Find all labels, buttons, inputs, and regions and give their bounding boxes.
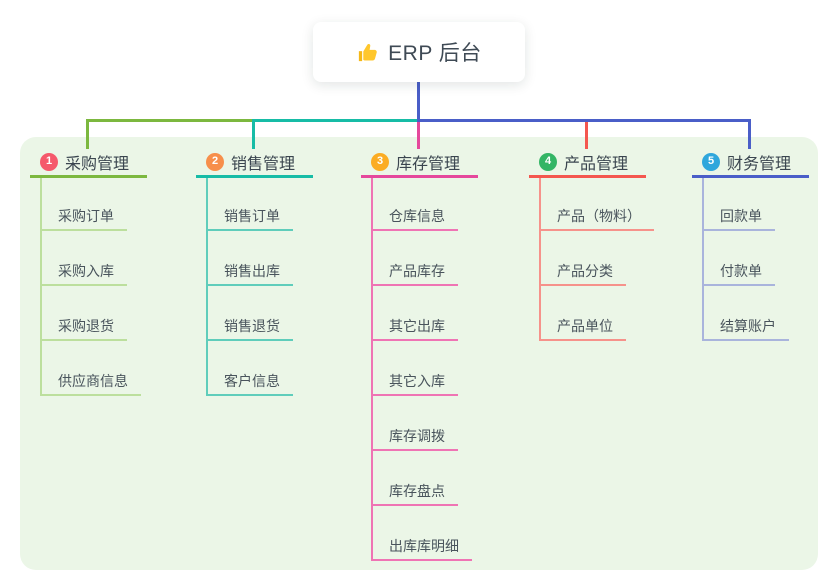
- child-underline: [539, 284, 626, 286]
- child-underline: [702, 284, 775, 286]
- child-underline: [40, 229, 127, 231]
- child-node[interactable]: 销售订单: [224, 208, 280, 224]
- branch-underline: [529, 175, 646, 178]
- child-underline: [371, 339, 458, 341]
- branches-panel: [20, 137, 818, 570]
- child-node[interactable]: 销售出库: [224, 263, 280, 279]
- branch-node-5[interactable]: 5 财务管理: [692, 148, 791, 175]
- root-title: ERP 后台: [388, 42, 482, 65]
- branch-number-badge: 2: [206, 152, 224, 171]
- child-node[interactable]: 其它出库: [389, 318, 445, 334]
- child-underline: [371, 559, 472, 561]
- child-node[interactable]: 出库库明细: [389, 538, 459, 554]
- child-underline: [371, 229, 458, 231]
- bus-segment-green: [86, 119, 255, 122]
- child-node[interactable]: 客户信息: [224, 373, 280, 389]
- thumbs-up-icon: [356, 41, 379, 64]
- root-node[interactable]: ERP 后台: [313, 22, 525, 82]
- branch-connector-drop: [417, 121, 420, 149]
- child-node[interactable]: 库存盘点: [389, 483, 445, 499]
- child-node[interactable]: 采购退货: [58, 318, 114, 334]
- child-node[interactable]: 付款单: [720, 263, 762, 279]
- child-node[interactable]: 供应商信息: [58, 373, 128, 389]
- branch-node-label: 销售管理: [231, 155, 296, 173]
- branch-number-badge: 3: [371, 152, 389, 171]
- child-node[interactable]: 回款单: [720, 208, 762, 224]
- branch-spine-line: [702, 178, 704, 341]
- child-underline: [206, 339, 293, 341]
- child-node[interactable]: 采购入库: [58, 263, 114, 279]
- branch-node-label: 财务管理: [727, 155, 792, 173]
- child-node[interactable]: 产品（物料）: [557, 208, 641, 224]
- branch-number-badge: 4: [539, 152, 557, 171]
- child-node[interactable]: 产品单位: [557, 318, 613, 334]
- branch-node-4[interactable]: 4 产品管理: [529, 148, 628, 175]
- branch-spine-line: [371, 178, 373, 561]
- child-node[interactable]: 采购订单: [58, 208, 114, 224]
- child-node[interactable]: 结算账户: [720, 318, 776, 334]
- child-underline: [206, 284, 293, 286]
- bus-segment-blue: [417, 119, 751, 122]
- child-underline: [702, 229, 775, 231]
- branch-spine-line: [539, 178, 541, 341]
- branch-number-badge: 1: [40, 152, 58, 171]
- branch-connector-drop: [585, 121, 588, 149]
- branch-underline: [692, 175, 809, 178]
- branch-spine-line: [40, 178, 42, 396]
- child-node[interactable]: 销售退货: [224, 318, 280, 334]
- child-node[interactable]: 仓库信息: [389, 208, 445, 224]
- branch-node-1[interactable]: 1 采购管理: [30, 148, 129, 175]
- child-node[interactable]: 库存调拨: [389, 428, 445, 444]
- child-node[interactable]: 产品库存: [389, 263, 445, 279]
- child-underline: [371, 284, 458, 286]
- child-node[interactable]: 其它入库: [389, 373, 445, 389]
- child-underline: [371, 504, 458, 506]
- branch-spine-line: [206, 178, 208, 396]
- branch-underline: [361, 175, 478, 178]
- child-underline: [40, 284, 127, 286]
- child-underline: [371, 394, 458, 396]
- bus-segment-teal: [252, 119, 420, 122]
- child-underline: [539, 339, 626, 341]
- branch-node-label: 库存管理: [396, 155, 461, 173]
- branch-underline: [30, 175, 147, 178]
- branch-node-3[interactable]: 3 库存管理: [361, 148, 460, 175]
- child-underline: [206, 229, 293, 231]
- child-underline: [371, 449, 458, 451]
- child-underline: [702, 339, 789, 341]
- child-underline: [40, 394, 141, 396]
- branch-node-label: 产品管理: [564, 155, 629, 173]
- branch-node-2[interactable]: 2 销售管理: [196, 148, 295, 175]
- child-underline: [40, 339, 127, 341]
- branch-number-badge: 5: [702, 152, 720, 171]
- branch-underline: [196, 175, 313, 178]
- branch-connector-drop: [748, 121, 751, 149]
- branch-node-label: 采购管理: [65, 155, 130, 173]
- branch-connector-drop: [86, 121, 89, 149]
- child-node[interactable]: 产品分类: [557, 263, 613, 279]
- branch-connector-drop: [252, 121, 255, 149]
- root-connector-line: [417, 82, 420, 122]
- child-underline: [539, 229, 654, 231]
- child-underline: [206, 394, 293, 396]
